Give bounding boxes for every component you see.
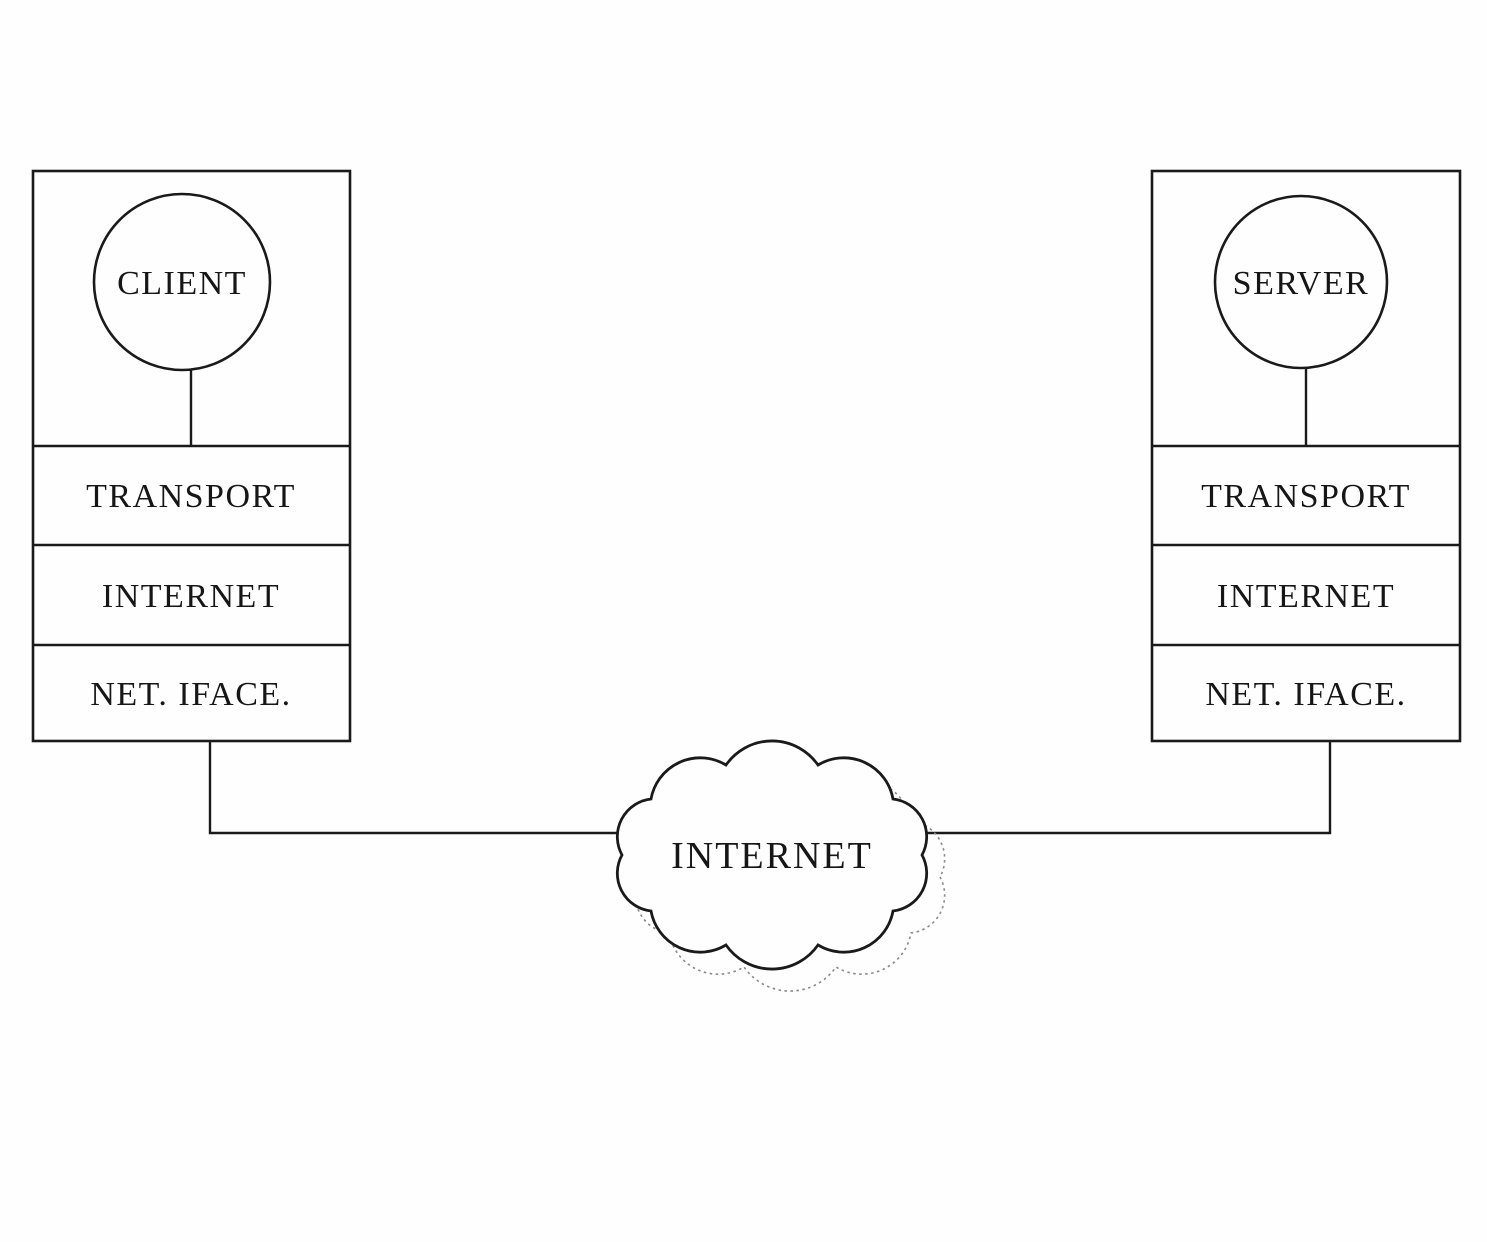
server-node-label: SERVER bbox=[1233, 265, 1370, 302]
client-stack: CLIENT TRANSPORT INTERNET NET. IFACE. bbox=[31, 169, 352, 743]
client-node-label: CLIENT bbox=[117, 265, 247, 302]
internet-cloud: INTERNET bbox=[615, 739, 946, 992]
server-layer-transport: TRANSPORT bbox=[1201, 478, 1411, 515]
cloud-label: INTERNET bbox=[671, 835, 873, 877]
server-node-circle bbox=[1213, 194, 1389, 370]
client-layer-internet: INTERNET bbox=[102, 578, 280, 615]
cloud-outline bbox=[615, 739, 929, 971]
client-to-internet-connector bbox=[208, 741, 730, 835]
server-stack: SERVER TRANSPORT INTERNET NET. IFACE. bbox=[1150, 169, 1462, 743]
server-layer-internet: INTERNET bbox=[1217, 578, 1395, 615]
server-stack-box bbox=[1150, 169, 1462, 743]
server-layer-netiface: NET. IFACE. bbox=[1205, 676, 1406, 713]
client-layer-netiface: NET. IFACE. bbox=[90, 676, 291, 713]
client-node-circle bbox=[92, 192, 272, 372]
client-layer-transport: TRANSPORT bbox=[86, 478, 296, 515]
client-stack-box bbox=[31, 169, 352, 743]
server-to-internet-connector bbox=[820, 741, 1332, 835]
